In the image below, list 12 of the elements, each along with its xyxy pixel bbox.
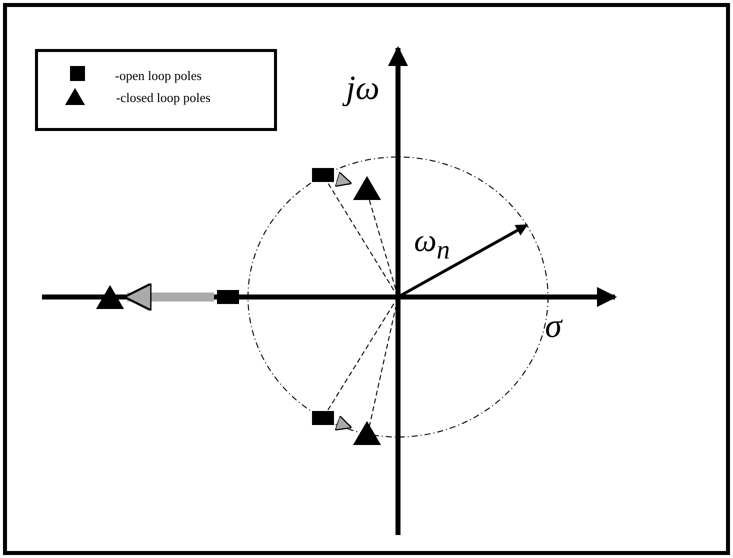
real-axis-label: σ	[545, 308, 562, 346]
open-loop-pole	[217, 290, 239, 304]
legend-text: -closed loop poles	[116, 90, 211, 106]
block-arrow	[334, 171, 352, 187]
legend-text: -open loop poles	[115, 68, 202, 84]
closed-loop-pole	[353, 421, 381, 445]
closed-loop-pole	[353, 176, 381, 200]
closed-loop-pole	[96, 285, 124, 309]
open-loop-pole	[312, 168, 334, 182]
natural-frequency-label: ω$_{n}$	[414, 222, 450, 266]
open-loop-pole	[312, 411, 334, 425]
block-arrow	[334, 415, 352, 431]
